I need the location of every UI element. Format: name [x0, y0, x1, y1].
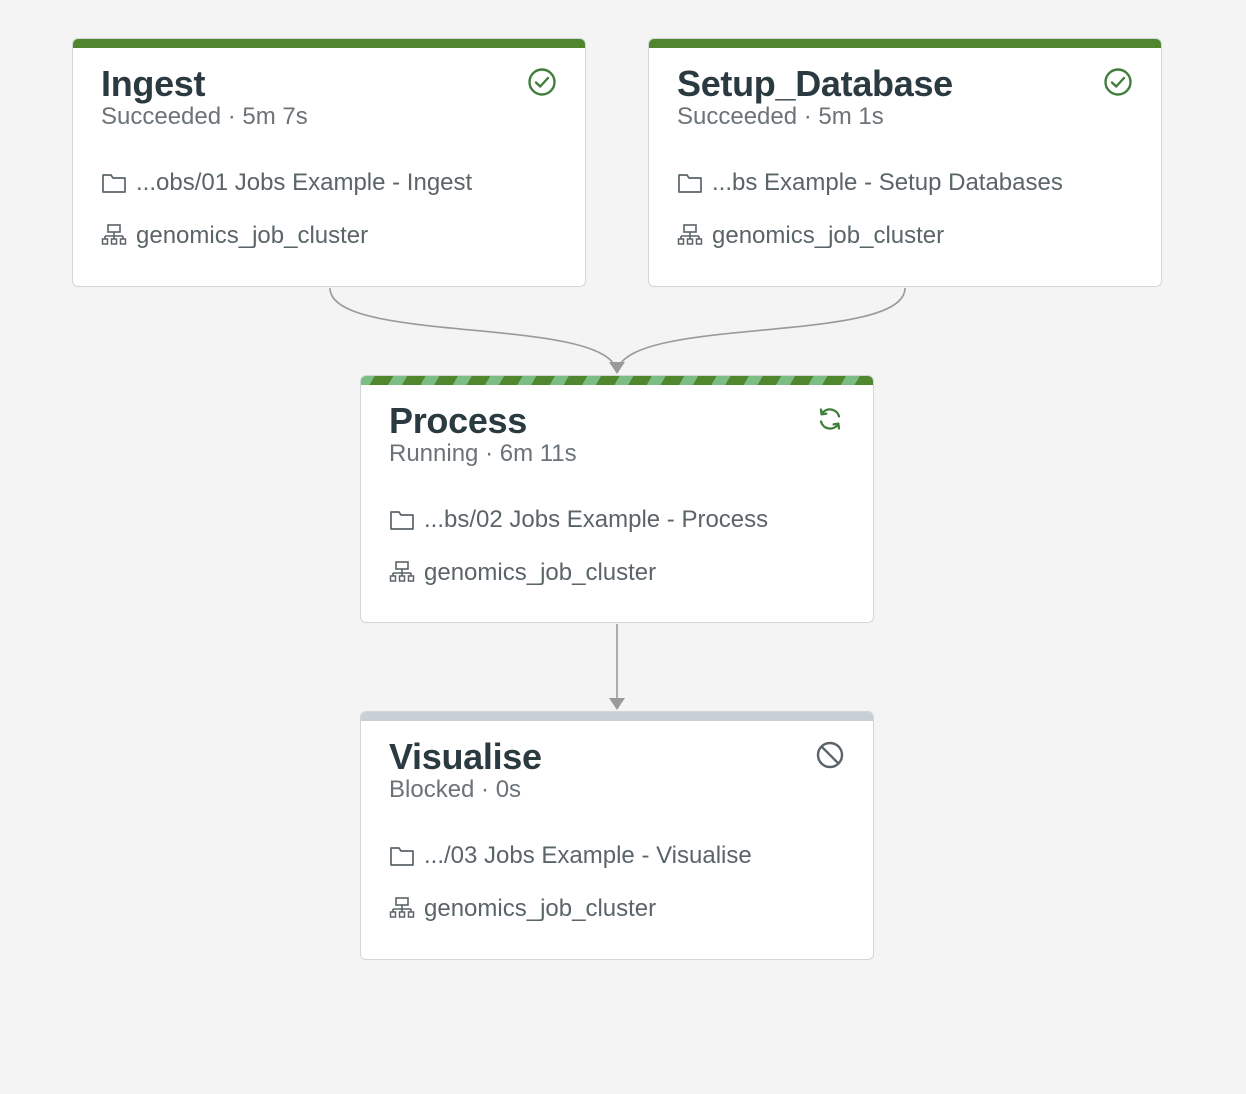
notebook-path: .../03 Jobs Example - Visualise [424, 842, 752, 869]
cluster-icon [677, 224, 703, 245]
task-status-duration: Succeeded · 5m 1s [677, 103, 884, 130]
cluster-icon [101, 224, 127, 245]
task-status-duration: Blocked · 0s [389, 776, 522, 803]
notebook-path-row[interactable]: .../03 Jobs Example - Visualise [389, 842, 752, 870]
task-card-ingest[interactable]: Ingest Succeeded · 5m 7s ...obs/01 Jobs … [72, 38, 586, 287]
edge-ingest-to-process [329, 287, 618, 373]
notebook-path-row[interactable]: ...bs/02 Jobs Example - Process [389, 506, 768, 534]
cluster-name: genomics_job_cluster [136, 222, 369, 249]
blocked-icon [816, 741, 844, 769]
cluster-name: genomics_job_cluster [424, 895, 657, 922]
notebook-path: ...obs/01 Jobs Example - Ingest [136, 169, 473, 196]
status-bar-running [361, 376, 873, 385]
cluster-row[interactable]: genomics_job_cluster [389, 559, 656, 587]
task-title: Process [389, 400, 527, 441]
arrow-into-visualise [609, 698, 625, 710]
task-title: Ingest [101, 63, 206, 104]
notebook-path: ...bs/02 Jobs Example - Process [424, 506, 769, 533]
notebook-path-row[interactable]: ...bs Example - Setup Databases [677, 169, 1063, 197]
notebook-path-row[interactable]: ...obs/01 Jobs Example - Ingest [101, 169, 472, 197]
folder-icon [390, 847, 414, 866]
arrow-into-process [609, 362, 625, 374]
status-bar-succeeded [649, 39, 1161, 48]
task-title: Setup_Database [677, 63, 953, 104]
task-status-duration: Succeeded · 5m 7s [101, 103, 308, 130]
status-bar-succeeded [73, 39, 585, 48]
folder-icon [390, 511, 414, 530]
task-card-visualise[interactable]: Visualise Blocked · 0s .../03 Jobs Examp… [360, 711, 874, 960]
edge-setup-database-to-process [616, 287, 906, 373]
cluster-icon [389, 561, 415, 582]
refresh-icon [819, 408, 841, 430]
cluster-name: genomics_job_cluster [712, 222, 945, 249]
task-title: Visualise [389, 736, 542, 777]
status-bar-blocked [361, 712, 873, 721]
folder-icon [678, 174, 702, 193]
check-circle-icon [1104, 68, 1132, 96]
folder-icon [102, 174, 126, 193]
cluster-icon [389, 897, 415, 918]
check-circle-icon [528, 68, 556, 96]
task-status-duration: Running · 6m 11s [389, 440, 577, 467]
cluster-row[interactable]: genomics_job_cluster [677, 222, 944, 250]
cluster-name: genomics_job_cluster [424, 559, 657, 586]
task-card-process[interactable]: Process Running · 6m 11s ...bs/02 Jobs E… [360, 375, 874, 623]
notebook-path: ...bs Example - Setup Databases [712, 169, 1063, 196]
cluster-row[interactable]: genomics_job_cluster [389, 895, 656, 923]
cluster-row[interactable]: genomics_job_cluster [101, 222, 368, 250]
task-card-setup-database[interactable]: Setup_Database Succeeded · 5m 1s ...bs E… [648, 38, 1162, 287]
